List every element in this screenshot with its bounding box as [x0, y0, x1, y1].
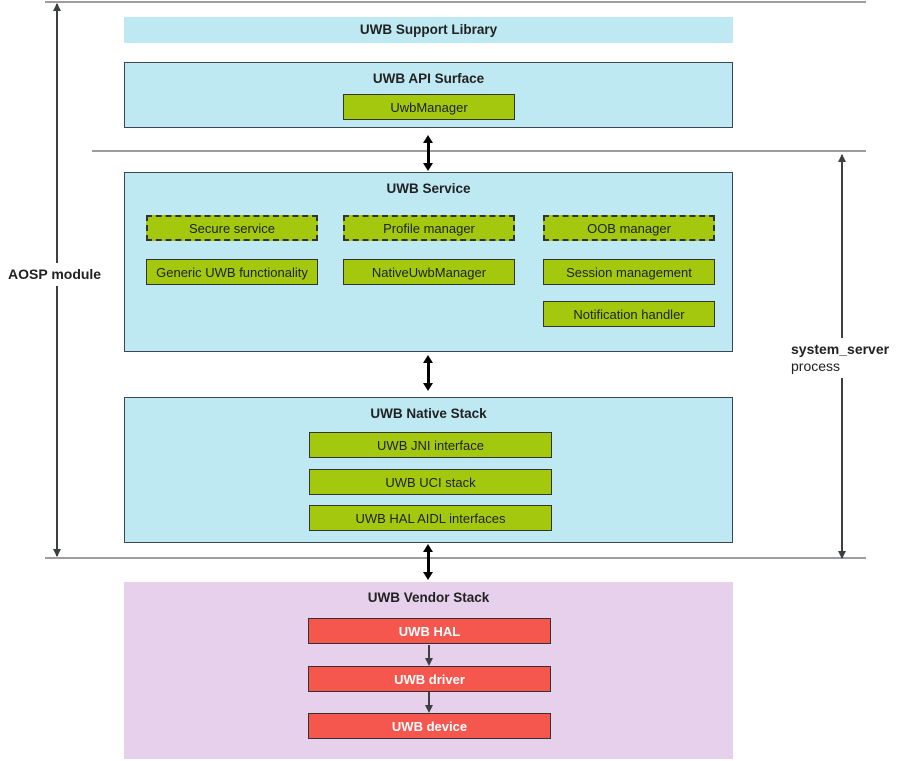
uwb-driver-chip: UWB driver — [308, 666, 551, 692]
uwb-vendor-stack-box: UWB Vendor Stack UWB HAL UWB driver UWB … — [124, 582, 733, 759]
uwb-api-surface-box: UWB API Surface UwbManager — [124, 62, 733, 128]
uwb-api-surface-title: UWB API Surface — [372, 71, 485, 86]
bidirectional-arrow-native-vendor — [423, 544, 433, 580]
uwb-uci-stack-chip: UWB UCI stack — [309, 469, 552, 495]
down-arrow-hal-driver — [424, 645, 433, 666]
uwb-hal-aidl-interfaces-chip: UWB HAL AIDL interfaces — [309, 505, 552, 531]
uwb-service-box: UWB Service Secure service Profile manag… — [124, 172, 733, 352]
aosp-module-label: AOSP module — [4, 263, 106, 286]
uwb-support-library-box: UWB Support Library — [124, 17, 733, 43]
uwbmanager-chip: UwbManager — [343, 94, 515, 120]
bidirectional-arrow-api-service — [423, 135, 433, 171]
uwb-native-stack-title: UWB Native Stack — [370, 406, 487, 421]
system-server-label: system_server process — [787, 338, 894, 378]
uwb-service-title: UWB Service — [386, 181, 471, 196]
native-uwb-manager-chip: NativeUwbManager — [343, 259, 515, 285]
uwb-jni-interface-chip: UWB JNI interface — [309, 432, 552, 458]
oob-manager-chip: OOB manager — [543, 215, 715, 241]
divider-system-server-line — [92, 150, 866, 152]
down-arrow-driver-device — [424, 692, 433, 713]
bidirectional-arrow-service-native — [423, 355, 433, 391]
system-server-process-text: process — [791, 358, 841, 374]
uwb-vendor-stack-title: UWB Vendor Stack — [367, 590, 490, 605]
notification-handler-chip: Notification handler — [543, 301, 715, 327]
aosp-module-text: AOSP module — [8, 266, 102, 282]
uwb-support-library-title: UWB Support Library — [359, 22, 498, 37]
system-server-name-text: system_server — [791, 341, 890, 357]
uwb-device-chip: UWB device — [308, 713, 551, 739]
generic-uwb-functionality-chip: Generic UWB functionality — [146, 259, 318, 285]
uwb-native-stack-box: UWB Native Stack UWB JNI interface UWB U… — [124, 397, 733, 543]
session-management-chip: Session management — [543, 259, 715, 285]
uwb-hal-chip: UWB HAL — [308, 618, 551, 644]
divider-top-line — [45, 1, 866, 3]
profile-manager-chip: Profile manager — [343, 215, 515, 241]
divider-bottom-line — [45, 557, 866, 559]
secure-service-chip: Secure service — [146, 215, 318, 241]
